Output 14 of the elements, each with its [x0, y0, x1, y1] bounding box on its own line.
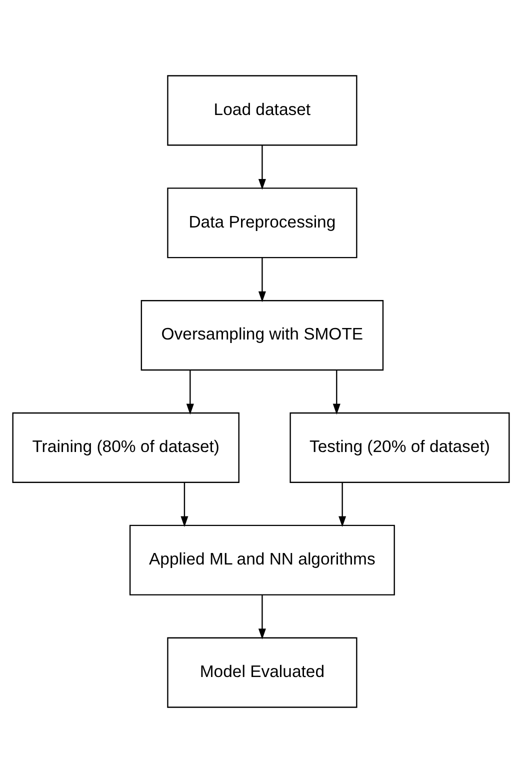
arrow — [186, 370, 194, 415]
node-box: Testing (20% of dataset) — [290, 412, 510, 483]
node-box: Data Preprocessing — [167, 188, 358, 258]
node-box: Oversampling with SMOTE — [140, 300, 384, 371]
node-box: Model Evaluated — [167, 637, 358, 708]
node-box: Load dataset — [167, 75, 358, 146]
arrow — [258, 145, 266, 190]
node-box: Applied ML and NN algorithms — [129, 524, 395, 596]
arrow — [180, 482, 188, 527]
arrow — [258, 258, 266, 302]
arrow — [258, 595, 266, 640]
arrow — [332, 370, 340, 415]
arrow — [338, 482, 346, 527]
node-box: Training (80% of dataset) — [12, 412, 240, 483]
